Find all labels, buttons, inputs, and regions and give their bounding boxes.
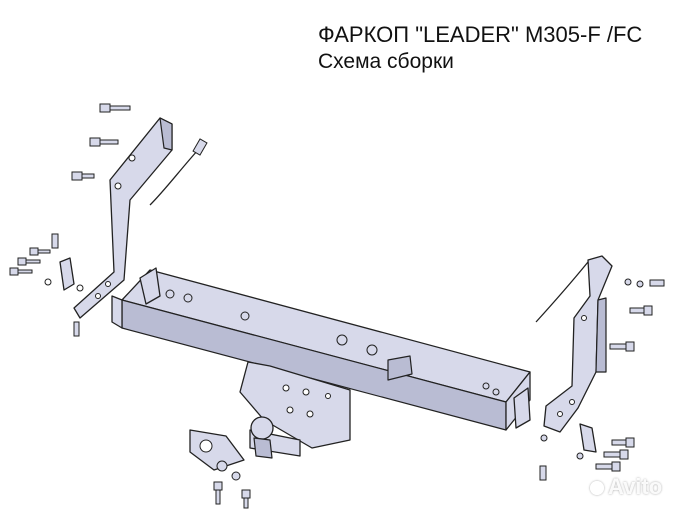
avito-logo-icon bbox=[590, 481, 604, 495]
right-bolts bbox=[539, 278, 665, 481]
left-bolts-upper bbox=[71, 103, 131, 181]
crossbar-nuts bbox=[165, 289, 500, 396]
bottom-fasteners bbox=[213, 460, 251, 509]
right-bracket bbox=[543, 255, 613, 433]
watermark-text: Avito bbox=[608, 474, 663, 499]
left-bolts-lower bbox=[9, 233, 84, 337]
main-crossbar bbox=[111, 267, 531, 431]
watermark: Avito bbox=[590, 474, 662, 500]
tow-ball bbox=[189, 416, 301, 471]
right-wire-harness bbox=[535, 261, 589, 323]
left-bracket bbox=[73, 117, 173, 319]
left-wire-harness bbox=[149, 138, 208, 206]
diagram-subtitle: Схема сборки bbox=[318, 50, 454, 73]
diagram-title: ФАРКОП "LEADER" M305-F /FC bbox=[318, 22, 643, 47]
hitch-mount-plate bbox=[239, 355, 413, 449]
